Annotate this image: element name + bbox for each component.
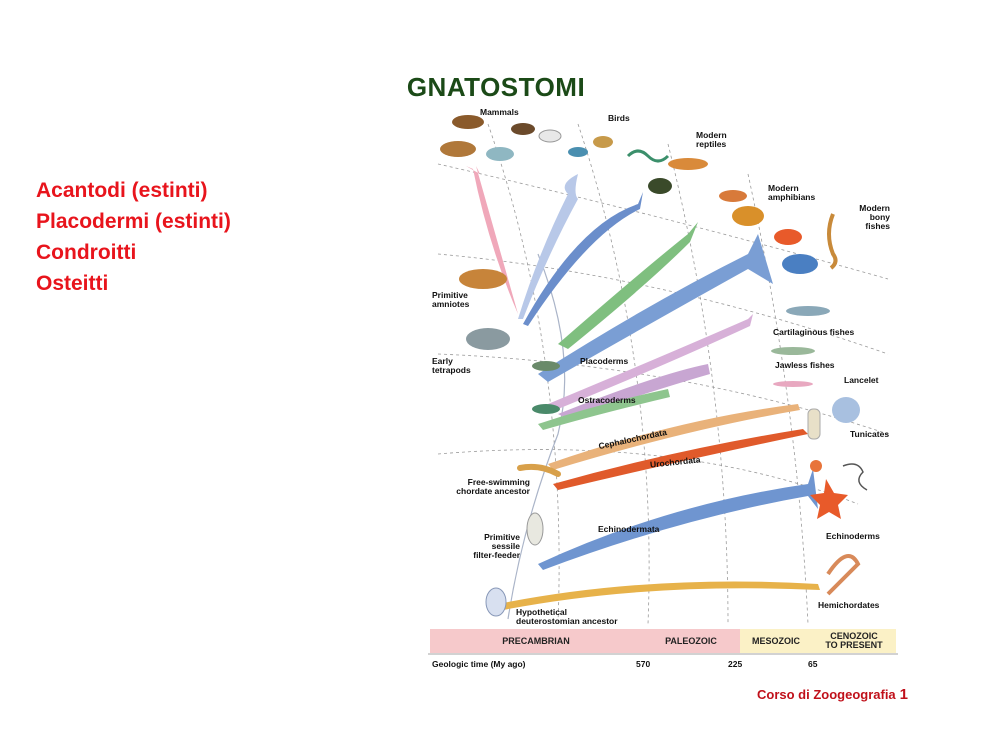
cephalochordata-branch bbox=[548, 404, 800, 470]
timeline-label: Geologic time (My ago) bbox=[432, 659, 526, 669]
lancelet-illustration bbox=[773, 381, 813, 387]
label-birds: Birds bbox=[608, 113, 630, 123]
mammals-branch bbox=[466, 166, 518, 314]
reptiles-branch bbox=[523, 192, 643, 326]
frog-illustration bbox=[732, 206, 764, 226]
filter-feeder-illustration bbox=[526, 512, 544, 546]
label-early-tetrapods: Early tetrapods bbox=[432, 356, 471, 375]
bullet-item-placodermi: Placodermi (estinti) bbox=[36, 210, 231, 233]
bullet-list: Acantodi (estinti) Placodermi (estinti) … bbox=[36, 175, 231, 299]
bony-fishes-branch bbox=[538, 234, 773, 382]
tunicate-illustration bbox=[832, 397, 860, 423]
amniote-illustration bbox=[459, 269, 507, 289]
label-tunicates: Tunicates bbox=[850, 429, 890, 439]
bullet-item-osteitti: Osteitti bbox=[36, 272, 109, 295]
mammal-illustration bbox=[452, 115, 484, 129]
lizard-illustration bbox=[668, 158, 708, 170]
trunk-line bbox=[507, 253, 566, 620]
sea-urchin-illustration bbox=[810, 460, 822, 472]
phylogeny-figure: Mammals Birds Modern reptiles Modern amp… bbox=[428, 104, 898, 674]
brittle-star-illustration bbox=[842, 463, 868, 491]
label-hemichordates: Hemichordates bbox=[818, 600, 880, 610]
label-modern-reptiles: Modern reptiles bbox=[696, 130, 727, 149]
starfish-illustration bbox=[810, 479, 848, 519]
label-cartilaginous-fishes: Cartilaginous fishes bbox=[773, 327, 855, 337]
lamprey-illustration bbox=[771, 347, 815, 355]
tunicate-illustration bbox=[807, 408, 821, 440]
label-echinodermata: Echinodermata bbox=[598, 524, 660, 534]
urochordata-branch bbox=[553, 429, 808, 490]
label-lancelet: Lancelet bbox=[844, 375, 879, 385]
era-precambrian: PRECAMBRIAN bbox=[430, 629, 642, 653]
hemichordata-branch bbox=[498, 581, 820, 610]
placoderms-branch bbox=[558, 364, 710, 419]
turtle-illustration bbox=[648, 178, 672, 194]
label-ostracoderms: Ostracoderms bbox=[578, 395, 636, 405]
duck-illustration bbox=[593, 136, 613, 148]
label-free-swimming-ancestor: Free-swimming chordate ancestor bbox=[456, 477, 530, 496]
label-jawless-fishes: Jawless fishes bbox=[775, 360, 835, 370]
bird-illustration bbox=[538, 129, 562, 143]
label-hypothetical-ancestor: Hypothetical deuterostomian ancestor bbox=[516, 607, 618, 626]
timeline-tick-225: 225 bbox=[728, 659, 743, 669]
bullet-item-condroitti: Condroitti bbox=[36, 241, 137, 264]
acorn-worm-illustration bbox=[826, 554, 861, 596]
shark-illustration bbox=[786, 306, 830, 316]
timeline-tick-65: 65 bbox=[808, 659, 818, 669]
deuterostomian-illustration bbox=[485, 587, 507, 617]
amphibians-branch bbox=[558, 222, 698, 349]
ostracoderms-branch bbox=[538, 389, 670, 430]
placoderm-illustration bbox=[532, 361, 560, 371]
seahorse-illustration bbox=[827, 213, 838, 270]
snake-illustration bbox=[626, 149, 670, 163]
birds-branch bbox=[518, 174, 578, 319]
timeline-tick-570: 570 bbox=[636, 659, 651, 669]
echinodermata-branch bbox=[538, 469, 818, 570]
phylogeny-artwork bbox=[428, 115, 898, 655]
label-primitive-amniotes: Primitive amniotes bbox=[432, 290, 470, 309]
fish-illustration bbox=[782, 254, 818, 274]
label-placoderms: Placoderms bbox=[580, 356, 629, 366]
footer-course-name: Corso di Zoogeografia bbox=[756, 687, 896, 702]
label-modern-amphibians: Modern amphibians bbox=[768, 183, 816, 202]
era-cenozoic: CENOZOIC TO PRESENT bbox=[812, 629, 896, 653]
tetrapod-illustration bbox=[466, 328, 510, 350]
ostracoderm-illustration bbox=[532, 404, 560, 414]
cartilaginous-branch bbox=[548, 314, 753, 409]
label-mammals: Mammals bbox=[480, 107, 519, 117]
bat-illustration bbox=[511, 123, 535, 135]
label-modern-bony-fishes: Modern bony fishes bbox=[859, 203, 890, 231]
kingfisher-illustration bbox=[568, 147, 588, 157]
manatee-illustration bbox=[486, 147, 514, 161]
mammal-illustration bbox=[440, 141, 476, 157]
animal-illustrations bbox=[440, 115, 868, 617]
era-mesozoic: MESOZOIC bbox=[740, 629, 812, 653]
label-primitive-sessile: Primitive sessile filter-feeder bbox=[473, 532, 520, 560]
chordate-ancestor-illustration bbox=[517, 463, 561, 477]
slide-title: GNATOSTOMI bbox=[406, 72, 586, 102]
era-paleozoic: PALEOZOIC bbox=[642, 629, 740, 653]
page-number: 1 bbox=[899, 686, 908, 703]
bullet-item-acantodi: Acantodi (estinti) bbox=[36, 179, 208, 202]
label-echinoderms: Echinoderms bbox=[826, 531, 880, 541]
fish-illustration bbox=[774, 229, 802, 245]
salamander-illustration bbox=[719, 190, 747, 202]
